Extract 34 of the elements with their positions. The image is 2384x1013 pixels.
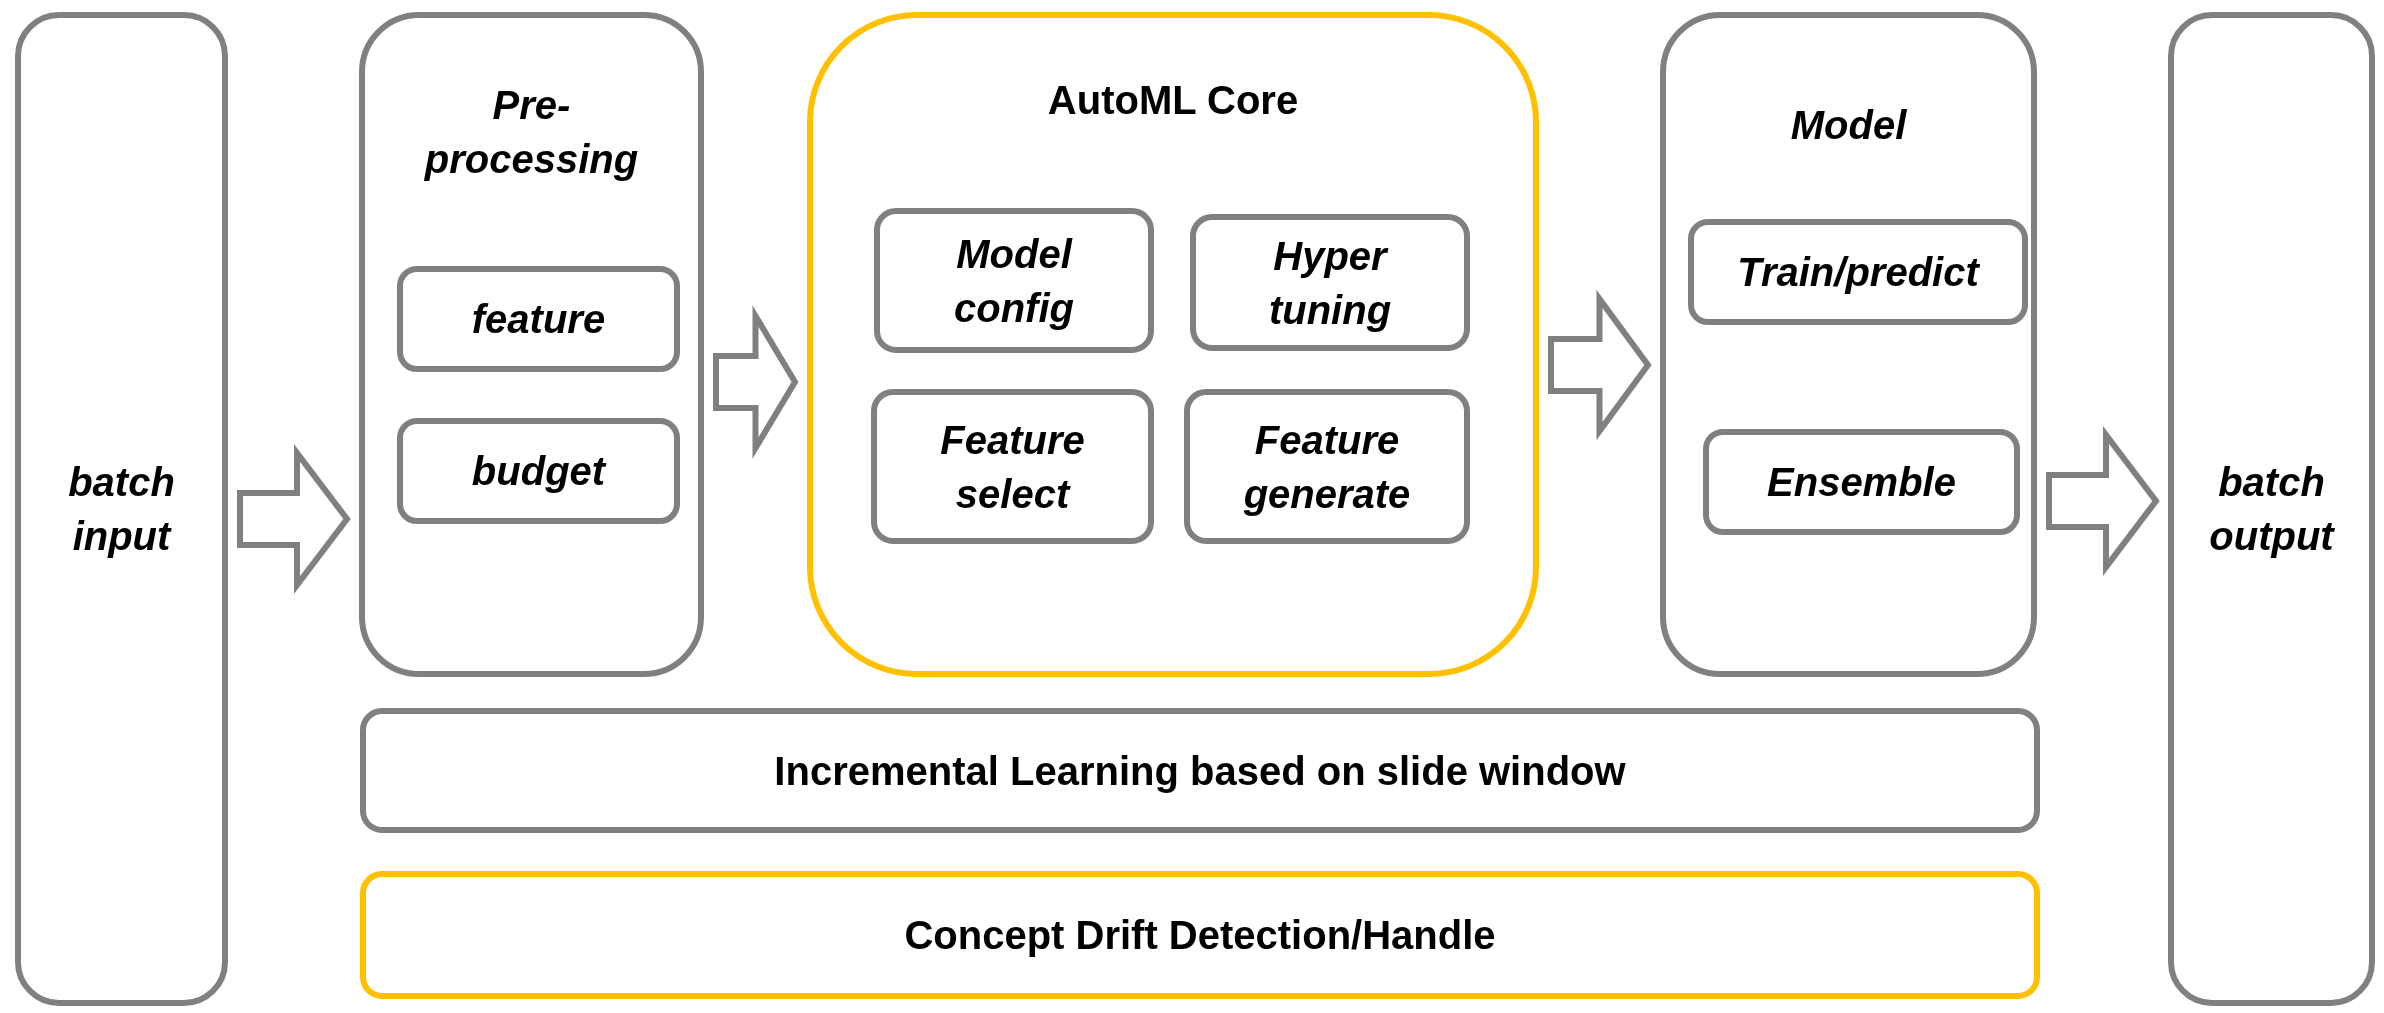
- group-box: [807, 12, 1539, 677]
- node-label: batch output: [2208, 459, 2336, 560]
- process-box: [397, 266, 680, 372]
- group-box: [1660, 12, 2037, 677]
- process-box: [1703, 429, 2020, 535]
- process-box: [1688, 219, 2028, 325]
- process-box: [2168, 12, 2375, 1006]
- band-box: [360, 871, 2040, 999]
- block-arrow: [2046, 426, 2160, 576]
- node-label: batch input: [67, 459, 176, 560]
- node-label: Incremental Learning based on slide window: [774, 747, 1626, 795]
- node-label: feature: [471, 296, 606, 343]
- process-box: [397, 418, 680, 524]
- band-box: [360, 708, 2040, 833]
- block-arrow: [713, 305, 799, 459]
- node-label: Feature generate: [1242, 416, 1412, 518]
- process-box: [1184, 389, 1470, 544]
- node-label: Model config: [953, 230, 1075, 332]
- node-label: Feature select: [939, 416, 1086, 518]
- group-heading: AutoML Core: [1047, 77, 1299, 124]
- group-heading: Model: [1790, 102, 1907, 149]
- process-box: [15, 12, 228, 1006]
- block-arrow: [237, 444, 351, 594]
- group-heading: Pre-processing: [423, 82, 640, 183]
- process-box: [874, 208, 1154, 353]
- process-box: [871, 389, 1154, 544]
- node-label: Concept Drift Detection/Handle: [904, 912, 1496, 959]
- group-box: [359, 12, 704, 677]
- process-box: [1190, 214, 1470, 351]
- node-label: budget: [471, 448, 606, 495]
- node-label: Hyper tuning: [1267, 232, 1393, 334]
- node-label: Train/predict: [1737, 249, 1979, 296]
- block-arrow: [1548, 289, 1652, 441]
- node-label: Ensemble: [1767, 459, 1956, 506]
